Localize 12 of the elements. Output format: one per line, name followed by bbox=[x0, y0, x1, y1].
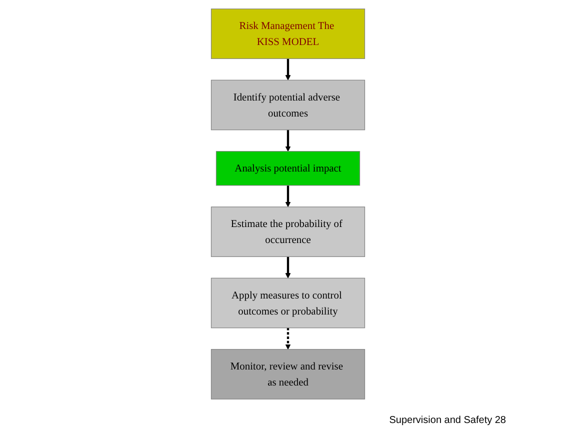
arrow bbox=[285, 130, 291, 152]
arrow bbox=[285, 328, 291, 350]
arrow bbox=[285, 256, 291, 278]
arrow bbox=[285, 58, 291, 80]
node-box: Estimate the probability of occurrence bbox=[210, 206, 366, 257]
node-box: Apply measures to control outcomes or probability bbox=[210, 278, 366, 328]
arrow bbox=[285, 185, 291, 208]
node-box: Monitor, review and revise as needed bbox=[210, 349, 366, 400]
footer-text: Supervision and Safety 28 bbox=[389, 415, 506, 426]
node-box: Identify potential adverse outcomes bbox=[210, 80, 366, 130]
node-box: Risk Management The KISS MODEL bbox=[210, 8, 366, 59]
node-box: Analysis potential impact bbox=[216, 151, 360, 186]
